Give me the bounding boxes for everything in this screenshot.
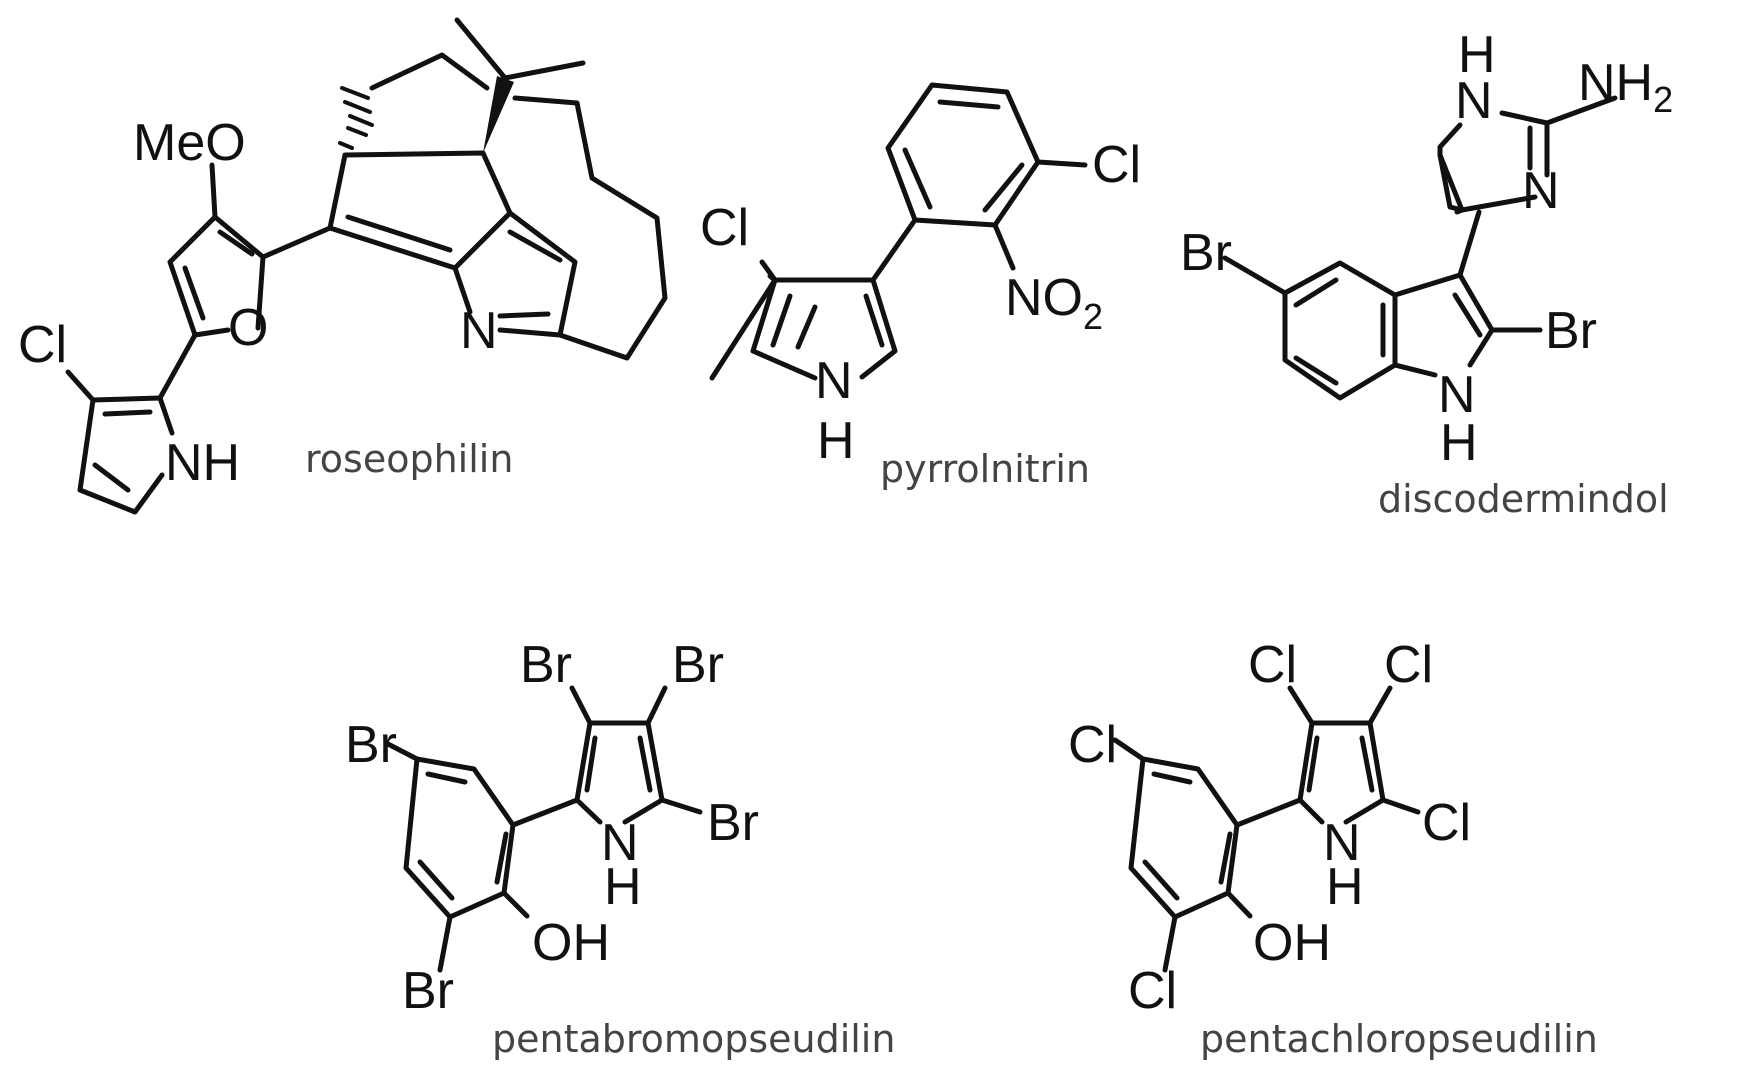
chloro-label: Cl <box>18 316 67 374</box>
imidazoline-nh-label: N <box>1455 72 1493 130</box>
nitro-label: NO2 <box>1005 269 1103 337</box>
indole-n-label: N <box>1438 366 1476 424</box>
pyrrole-h-label: H <box>604 858 642 916</box>
compound-name-pyrrolnitrin: pyrrolnitrin <box>880 447 1090 491</box>
pyrrole-h-label: H <box>1326 858 1364 916</box>
bromo-e-label: Br <box>402 962 454 1020</box>
hashed-bond-icon <box>338 86 374 150</box>
hydroxyl-label: OH <box>532 914 610 972</box>
chloro-aryl-label: Cl <box>1092 136 1141 194</box>
furan-oxygen-label: O <box>228 299 268 357</box>
bromo-2-label: Br <box>1545 302 1597 360</box>
compound-name-discodermindol: discodermindol <box>1378 477 1669 521</box>
amine-label: NH2 <box>1578 54 1673 120</box>
indole-h-label: H <box>1440 414 1478 472</box>
compound-name-roseophilin: roseophilin <box>305 437 513 481</box>
methoxy-label: MeO <box>133 114 246 172</box>
chloro-a-label: Cl <box>1248 636 1297 694</box>
compound-pentabromopseudilin: Br Br Br Br Br N H OH pentabromopseudili… <box>345 636 895 1061</box>
chloro-pyrrole-label: Cl <box>700 199 749 257</box>
compound-pyrrolnitrin: Cl Cl NO2 N H pyrrolnitrin <box>700 82 1141 491</box>
bromo-c-label: Br <box>345 716 397 774</box>
bromo-5-label: Br <box>1180 224 1232 282</box>
imidazoline-n-label: N <box>1522 162 1560 220</box>
pyrrole-hydrogen-label: H <box>817 412 855 470</box>
pyrrole-n-label: N <box>601 814 639 872</box>
pyridine-nitrogen-label: N <box>460 302 498 360</box>
compound-roseophilin: MeO O N Cl NH roseophilin <box>18 17 668 515</box>
wedge-bond-icon <box>483 76 514 153</box>
bromo-b-label: Br <box>672 636 724 694</box>
bromo-a-label: Br <box>520 636 572 694</box>
chloro-e-label: Cl <box>1128 962 1177 1020</box>
hydroxyl-label: OH <box>1253 914 1331 972</box>
compound-name-pentachloropseudilin: pentachloropseudilin <box>1200 1017 1598 1061</box>
chloro-d-label: Cl <box>1422 794 1471 852</box>
compound-pentachloropseudilin: Cl Cl Cl Cl Cl N H OH pentachloropseudil… <box>1068 636 1598 1061</box>
compound-name-pentabromopseudilin: pentabromopseudilin <box>492 1017 895 1061</box>
pyrrole-nitrogen-label: N <box>815 352 853 410</box>
chloro-b-label: Cl <box>1384 636 1433 694</box>
chloro-c-label: Cl <box>1068 716 1117 774</box>
imidazoline-h-label: H <box>1458 26 1496 84</box>
pyrrole-n-label: N <box>1323 814 1361 872</box>
bromo-d-label: Br <box>707 794 759 852</box>
pyrrole-nh-label: NH <box>165 434 240 492</box>
compound-discodermindol: H N NH2 N Br Br N H discodermindol <box>1180 26 1673 521</box>
